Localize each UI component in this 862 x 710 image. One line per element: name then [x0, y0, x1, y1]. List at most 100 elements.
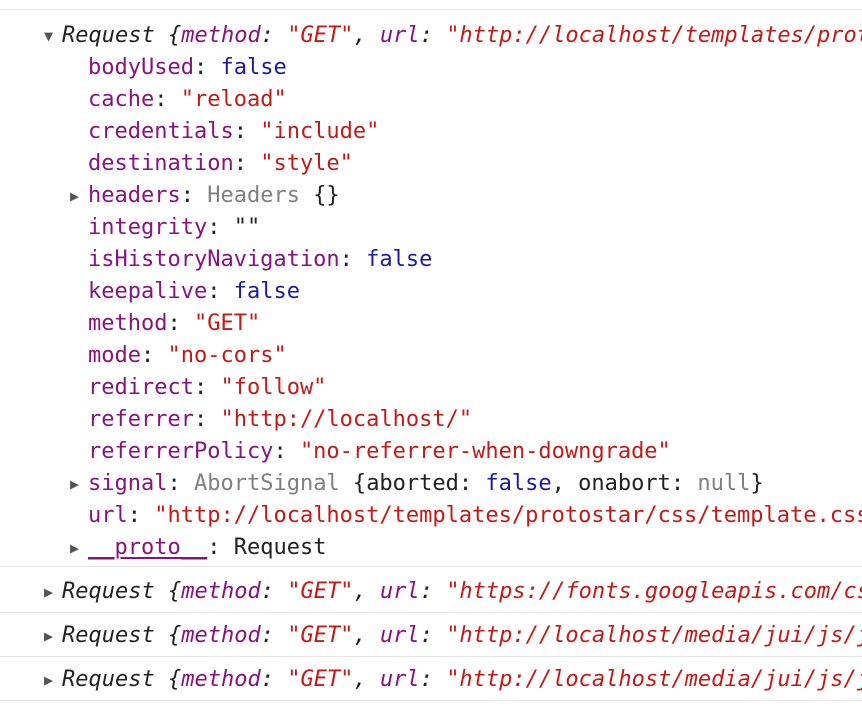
property-row: bodyUsed: false [0, 52, 862, 84]
summary-key: method [181, 623, 261, 648]
comma: , [353, 23, 380, 48]
summary-key: url [379, 579, 420, 604]
expanded-triangle-icon[interactable]: ▼ [44, 27, 54, 45]
property-value: "no-referrer-when-downgrade" [299, 439, 671, 464]
property-key: destination [88, 151, 234, 176]
property-key: url [88, 503, 128, 528]
property-row: referrerPolicy: "no-referrer-when-downgr… [0, 436, 862, 468]
collapsed-triangle-icon[interactable]: ▶ [70, 187, 80, 205]
colon: : [233, 151, 261, 176]
inner-value: false [485, 471, 552, 496]
row-separator [0, 612, 862, 613]
property-tail: {} [299, 183, 340, 208]
property-key: method [88, 311, 168, 336]
property-row[interactable]: ▶headers: Headers {} [0, 180, 862, 212]
property-row[interactable]: ▶signal: AbortSignal {aborted: false, on… [0, 468, 862, 500]
request-summary-collapsed[interactable]: ▶Request {method: "GET", url: "https://f… [0, 576, 862, 608]
summary-value: "https://fonts.googleapis.com/cs [446, 579, 862, 604]
row-separator [0, 566, 862, 567]
request-summary-collapsed[interactable]: ▶Request {method: "GET", url: "http://lo… [0, 664, 862, 696]
property-value: "GET" [193, 311, 261, 336]
property-row: keepalive: false [0, 276, 862, 308]
colon: : [260, 667, 288, 692]
property-key: credentials [88, 119, 234, 144]
property-row: destination: "style" [0, 148, 862, 180]
colon: : [167, 311, 194, 336]
comma: , [353, 623, 380, 648]
comma: , [551, 471, 579, 496]
colon: : [127, 503, 155, 528]
brace: { [339, 471, 367, 496]
summary-key: url [379, 623, 420, 648]
top-separator [0, 9, 862, 10]
colon: : [167, 471, 194, 496]
comma: , [353, 667, 380, 692]
collapsed-triangle-icon[interactable]: ▶ [70, 475, 80, 493]
collapsed-triangle-icon[interactable]: ▶ [44, 671, 54, 689]
property-key: bodyUsed [88, 55, 194, 80]
property-value: "include" [260, 119, 380, 144]
collapsed-triangle-icon[interactable]: ▶ [70, 539, 80, 557]
summary-value: "http://localhost/templates/proto [446, 23, 862, 48]
property-value: "style" [260, 151, 353, 176]
colon: : [419, 623, 447, 648]
summary-value: "GET" [287, 623, 354, 648]
request-summary-expanded[interactable]: ▼Request {method: "GET", url: "http://lo… [0, 20, 862, 52]
request-summary-collapsed[interactable]: ▶Request {method: "GET", url: "http://lo… [0, 620, 862, 652]
colon: : [140, 343, 168, 368]
property-row: url: "http://localhost/templates/protost… [0, 500, 862, 532]
inner-key: aborted [366, 471, 459, 496]
summary-key: method [181, 579, 261, 604]
colon: : [193, 55, 221, 80]
property-key: headers [88, 183, 181, 208]
summary-value: "GET" [287, 579, 354, 604]
property-value: "http://localhost/templates/protostar/cs… [154, 503, 862, 528]
property-row: redirect: "follow" [0, 372, 862, 404]
object-class: Request [62, 623, 155, 648]
summary-value: "http://localhost/media/jui/js/j [446, 667, 862, 692]
object-class: Request [62, 667, 155, 692]
property-row[interactable]: ▶ __proto__: Request [0, 532, 862, 564]
property-value: "no-cors" [167, 343, 287, 368]
property-row: credentials: "include" [0, 116, 862, 148]
brace: { [154, 579, 182, 604]
property-key: mode [88, 343, 141, 368]
property-value: false [233, 279, 300, 304]
colon: : [419, 667, 447, 692]
collapsed-triangle-icon[interactable]: ▶ [44, 583, 54, 601]
colon: : [458, 471, 486, 496]
summary-value: "http://localhost/media/jui/js/j [446, 623, 862, 648]
brace: } [750, 471, 764, 496]
property-value: false [220, 55, 287, 80]
property-value: false [366, 247, 433, 272]
property-key: referrer [88, 407, 194, 432]
collapsed-triangle-icon[interactable]: ▶ [44, 627, 54, 645]
property-key: signal [88, 471, 168, 496]
property-key: cache [88, 87, 155, 112]
colon: : [207, 215, 234, 240]
property-key: integrity [88, 215, 208, 240]
colon: : [207, 535, 234, 560]
colon: : [233, 119, 261, 144]
brace: { [154, 667, 182, 692]
colon: : [273, 439, 300, 464]
property-value: "reload" [180, 87, 287, 112]
colon: : [260, 579, 288, 604]
property-class: Headers [207, 183, 300, 208]
property-key: redirect [88, 375, 194, 400]
summary-key: url [379, 667, 420, 692]
object-class: Request [62, 23, 155, 48]
property-value: Request [233, 535, 327, 560]
property-row: integrity: "" [0, 212, 862, 244]
property-key: __proto__ [88, 535, 208, 560]
brace: { [154, 623, 182, 648]
property-row: method: "GET" [0, 308, 862, 340]
comma: , [353, 579, 380, 604]
brace: { [154, 23, 182, 48]
colon: : [339, 247, 367, 272]
summary-key: method [181, 667, 261, 692]
colon: : [154, 87, 181, 112]
object-class: Request [62, 579, 155, 604]
property-value: "http://localhost/" [220, 407, 473, 432]
property-key: isHistoryNavigation [88, 247, 340, 272]
